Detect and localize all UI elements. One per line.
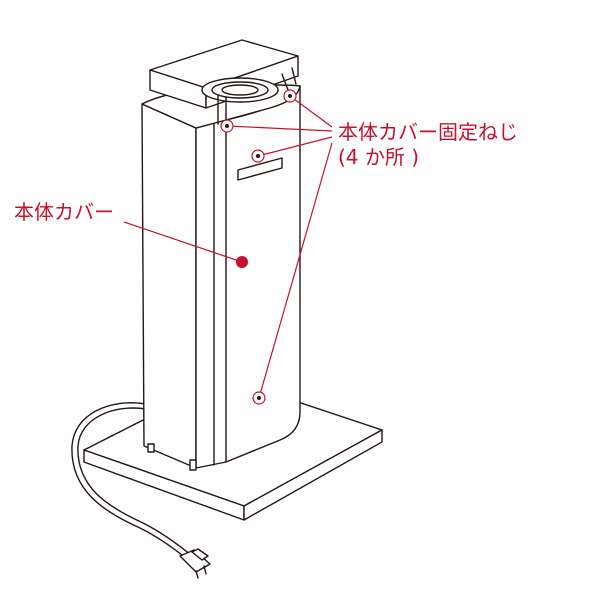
screw-marker-4 (252, 391, 266, 405)
handle-slot (237, 157, 283, 181)
cover-screws-count-label: (4 か所 ) (338, 145, 420, 169)
body-cover (141, 103, 197, 469)
leader-line-screw-2 (226, 125, 333, 132)
tower-body (141, 84, 301, 471)
body-cover-label: 本体カバー (14, 200, 114, 224)
leader-line-screw-1 (289, 95, 333, 128)
leader-line-screw-3 (257, 136, 333, 157)
body-cover-marker (236, 256, 248, 268)
power-cord-inner (77, 407, 193, 557)
power-plug (179, 548, 211, 579)
top-unit (149, 39, 299, 125)
body-front (195, 85, 301, 469)
leader-line-body-cover (123, 221, 243, 263)
power-cord (71, 402, 189, 561)
screw-marker-1 (283, 89, 297, 103)
cover-screws-label: 本体カバー固定ねじ (338, 120, 518, 144)
screw-marker-2 (220, 119, 234, 133)
leader-line-screw-4 (258, 142, 333, 399)
screw-marker-3 (251, 149, 265, 163)
